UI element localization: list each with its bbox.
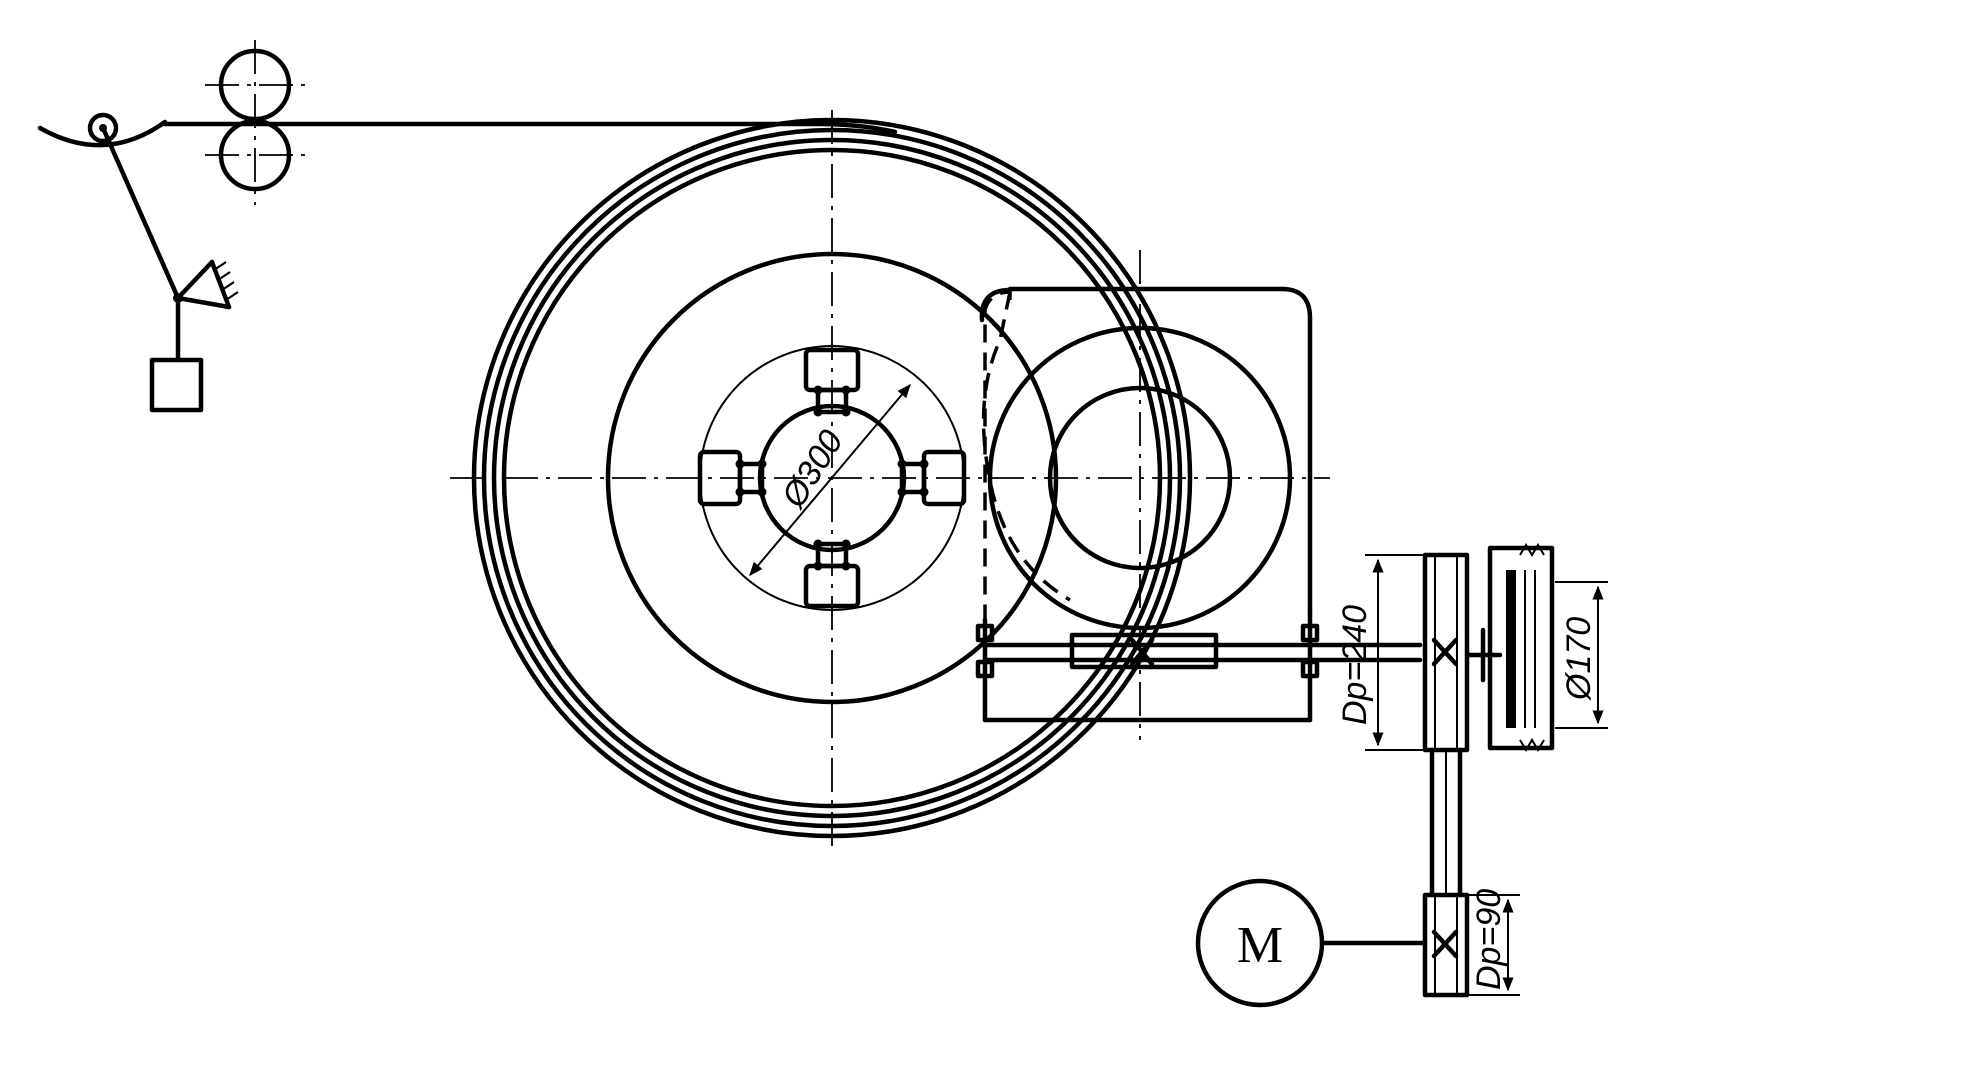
dancer-roller: [87, 112, 119, 144]
pivot-point: [173, 293, 183, 303]
brake-housing: [1487, 545, 1555, 751]
right-bearing: [1300, 623, 1320, 679]
motor: M: [1195, 878, 1428, 1008]
brake-spring-top: [1519, 543, 1545, 557]
shaft-coupling: [1069, 632, 1219, 670]
tension-arm: [100, 125, 181, 301]
bore-dimension-line: [749, 383, 911, 577]
pivot-link-lower: [175, 295, 232, 310]
housing-corner: [979, 287, 1013, 323]
coupling-cross: [1129, 637, 1155, 667]
large-pulley-diameter-label: Dp=240: [1336, 605, 1374, 725]
tension-arm-assembly: [37, 112, 239, 413]
small-pulley-diameter-label: Dp=90: [1470, 889, 1508, 990]
guide-arc: [37, 119, 168, 148]
main-reel: Ø300: [450, 110, 1330, 850]
small-pulley-cross: [1431, 929, 1459, 959]
drive-belt: [1429, 747, 1463, 898]
brake-unit: Ø170: [1464, 543, 1608, 752]
web-line: [162, 121, 898, 135]
counter-weight: [149, 357, 204, 413]
large-pulley-cross: [1431, 637, 1459, 667]
pinch-rollers: [205, 40, 305, 205]
brake-diameter-label: Ø170: [1560, 617, 1598, 701]
brake-disc: [1506, 570, 1516, 728]
housing-hidden-edge: [983, 290, 1012, 620]
ground-hatch: [213, 261, 239, 301]
motor-label: M: [1237, 917, 1283, 974]
pivot-link-upper: [175, 259, 215, 301]
left-bearing: [975, 623, 995, 679]
small-pulley: Dp=90: [1422, 889, 1520, 998]
brake-spring-bottom: [1519, 738, 1545, 752]
pressure-roller-assembly: [975, 250, 1423, 740]
large-pulley: Dp=240: [1336, 552, 1470, 753]
housing-right: [1279, 286, 1313, 613]
